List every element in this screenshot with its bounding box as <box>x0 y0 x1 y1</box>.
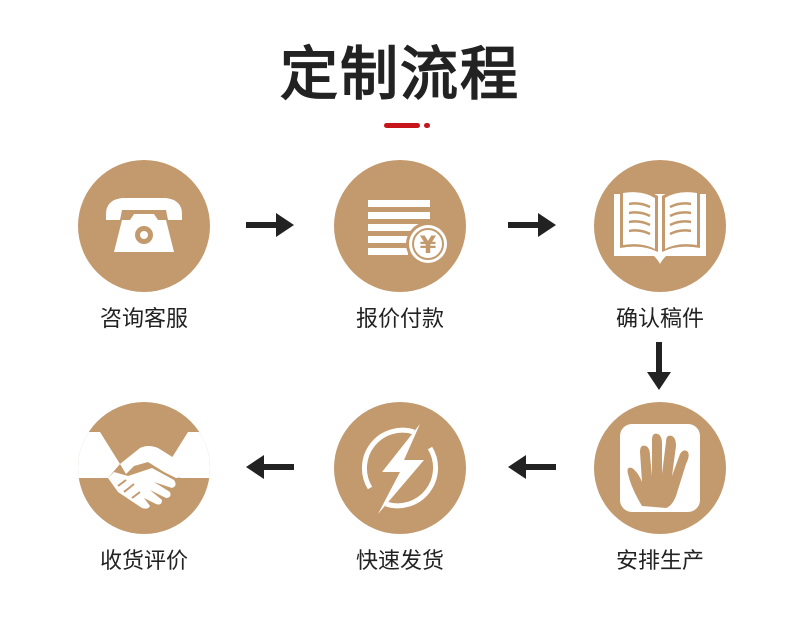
step-fast-delivery: 快速发货 <box>310 402 490 576</box>
yen-symbol: ¥ <box>420 231 437 259</box>
step-quote-payment-circle: ¥ <box>334 160 466 292</box>
step-consult-label: 咨询客服 <box>99 307 188 332</box>
step-confirm-draft: 确认稿件 <box>570 160 750 334</box>
lightning-icon <box>361 424 439 514</box>
arrow-right-1 <box>246 211 294 239</box>
arrow-left-2 <box>246 453 294 481</box>
step-quote-payment: ¥ 报价付款 <box>310 160 490 334</box>
step-arrange-production-circle <box>594 402 726 534</box>
step-receive-review-label: 收货评价 <box>99 549 188 574</box>
step-arrange-production: 安排生产 <box>570 402 750 576</box>
step-receive-review: 收货评价 <box>54 402 234 576</box>
page-title: 定制流程 <box>279 40 520 108</box>
handshake-icon <box>78 432 210 509</box>
telephone-icon <box>106 198 182 252</box>
hand-icon <box>620 424 700 512</box>
arrow-down <box>645 342 673 390</box>
step-fast-delivery-circle <box>334 402 466 534</box>
open-book-icon <box>614 188 706 264</box>
step-receive-review-circle <box>78 402 210 534</box>
step-consult: 咨询客服 <box>54 160 234 334</box>
step-consult-circle <box>78 160 210 292</box>
title-underline <box>384 123 420 128</box>
payment-yen-icon: ¥ <box>368 200 450 266</box>
step-quote-payment-label: 报价付款 <box>355 307 444 332</box>
step-confirm-draft-circle <box>594 160 726 292</box>
arrow-right-2 <box>508 211 556 239</box>
step-fast-delivery-label: 快速发货 <box>355 549 444 574</box>
step-confirm-draft-label: 确认稿件 <box>615 307 704 332</box>
title-underline-dot <box>424 123 430 128</box>
arrow-left-1 <box>508 453 556 481</box>
step-arrange-production-label: 安排生产 <box>615 549 704 574</box>
